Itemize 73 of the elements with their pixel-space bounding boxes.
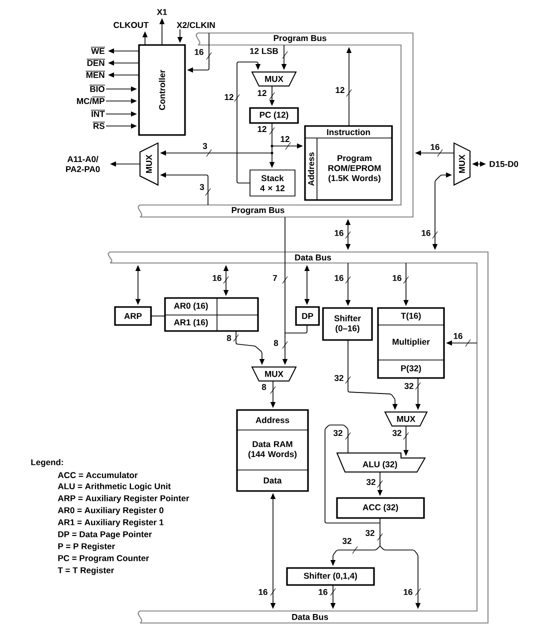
pin-label: BIO	[89, 84, 106, 92]
multiplier-block: T(16) Multiplier P(32)	[377, 307, 445, 379]
node-label: Program Bus	[274, 35, 326, 43]
bus-width-label: 32	[342, 538, 358, 554]
legend-entry: PC = Program Counter	[58, 555, 149, 563]
bus-width-label: 3	[200, 184, 211, 196]
node-label: Program Bus	[232, 207, 284, 215]
bus-width-label: 12	[280, 136, 291, 150]
bus-width-label: 12	[224, 94, 240, 102]
legend-entry: T = T Register	[58, 567, 114, 575]
bus-width-label: 32	[404, 382, 421, 390]
multiplexer: MUX	[140, 142, 158, 186]
legend-entry: ARP = Auxiliary Register Pointer	[58, 495, 190, 503]
memory-block: Instruction Address Program ROM/EPROM (1.5K Words)	[304, 125, 393, 201]
stack-box: Stack 4 × 12	[250, 170, 296, 196]
node-label: Data Bus	[292, 614, 328, 620]
bus-width-label: 12	[258, 126, 275, 135]
bus-width-label: 16	[430, 144, 443, 157]
bus-width-label: 32	[334, 375, 351, 384]
legend-heading: Legend:	[31, 459, 63, 467]
pin-label: X2/CLKIN	[176, 22, 215, 28]
legend-entry: AR0 = Auxiliary Register 0	[58, 507, 164, 515]
bus-width-label: 12 LSB	[250, 48, 288, 59]
bus-width-label: 12	[336, 87, 352, 97]
bus-width-label: 16	[212, 275, 229, 284]
bus-width-label: 16	[318, 588, 336, 596]
register-box: DP	[295, 306, 320, 326]
bus-width-label: 32	[365, 530, 383, 541]
bus-width-label: 3	[202, 143, 212, 157]
bus-width-label: 32	[392, 430, 409, 440]
pin-label: MC/MP	[77, 96, 106, 104]
pin-label: MEN	[85, 70, 106, 78]
node-label: Data Bus	[295, 254, 332, 260]
pin-label: CLKOUT	[114, 22, 149, 28]
legend-entry: AR1 = Auxiliary Register 1	[58, 519, 164, 527]
bus-width-label: 8	[226, 334, 239, 342]
connector	[324, 424, 380, 524]
connector	[284, 324, 308, 334]
pin-label: A11-A0/ PA2-PA0	[66, 156, 100, 172]
bus-width-label: 7	[273, 275, 288, 284]
bus-width-label: 16	[334, 275, 351, 284]
bus-width-label: 16	[422, 230, 438, 239]
register-box: ARP	[114, 306, 152, 326]
bus-width-label: 12	[258, 90, 275, 100]
bus-width-label: 16	[334, 230, 351, 239]
bus-width-label: 16	[194, 49, 212, 60]
legend-entry: DP = Data Page Pointer	[58, 531, 152, 539]
bus-width-label: 16	[258, 588, 276, 596]
memory-block: Address Data RAM (144 Words) Data	[236, 409, 309, 492]
shifter-box: Shifter (0,1,4)	[286, 567, 375, 586]
connector	[284, 216, 286, 334]
bus-width-label: 8	[262, 384, 276, 394]
register-block: AR0 (16) AR1 (16)	[164, 297, 259, 332]
legend-entry: ALU = Arithmetic Logic Unit	[58, 483, 171, 491]
shifter-box: Shifter (0–16)	[322, 307, 373, 341]
bus-width-label: 16	[454, 333, 471, 347]
bus-width-label: 8	[274, 340, 288, 349]
bus-width-label: 16	[392, 275, 409, 284]
pin-label: DEN	[86, 58, 106, 66]
bus-width-label: 32	[333, 430, 351, 440]
connector	[236, 62, 261, 184]
pin-label: D15-D0	[490, 161, 518, 168]
register-box: PC (12)	[249, 107, 299, 124]
register-box: ACC (32)	[336, 497, 425, 519]
controller-block: Controller	[138, 44, 186, 136]
legend-entry: ACC = Accumulator	[58, 472, 138, 478]
legend-entry: P = P Register	[58, 543, 115, 551]
pin-label: INT	[90, 110, 106, 117]
bus-width-label: 16	[404, 588, 421, 596]
pin-label: WE	[90, 46, 106, 54]
pin-label: X1	[156, 9, 167, 15]
pin-label: RS	[92, 122, 106, 130]
bus-width-label: 32	[366, 479, 383, 488]
